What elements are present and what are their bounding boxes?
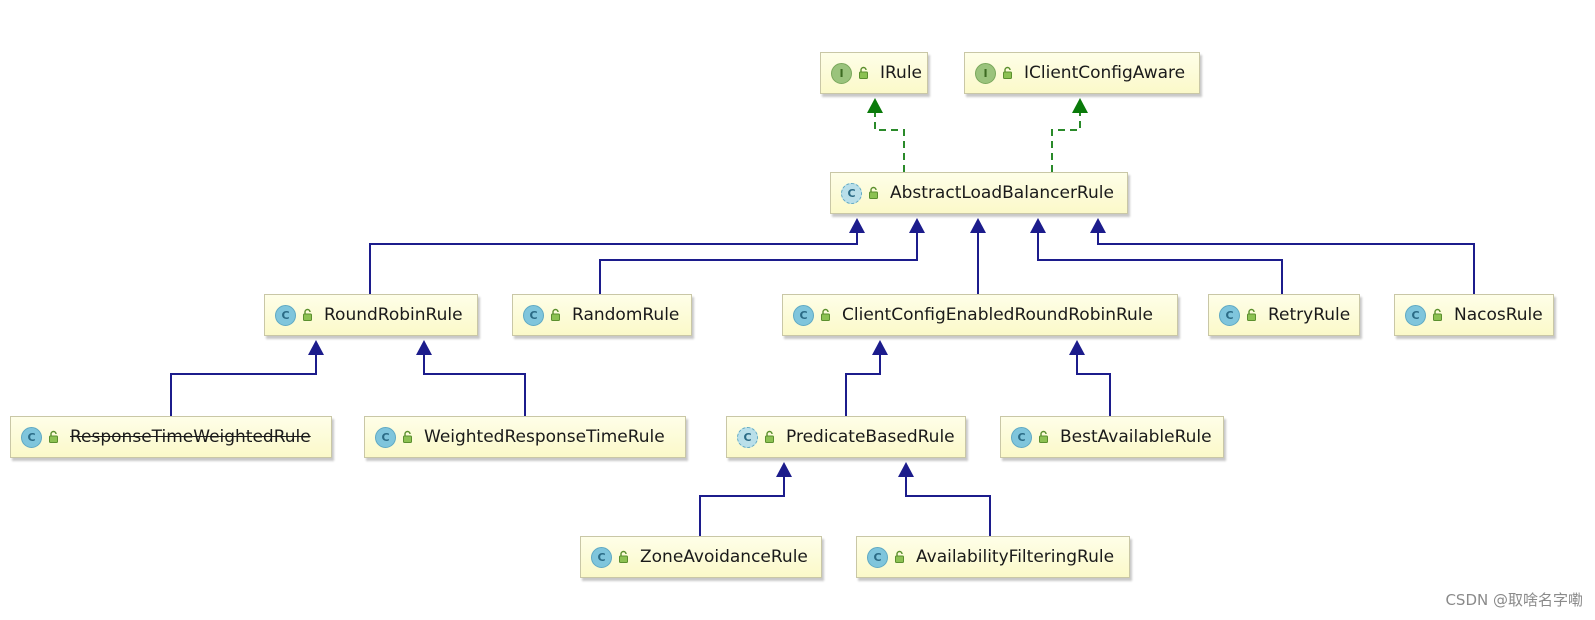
class-node-irule[interactable]: I IRule <box>820 52 928 94</box>
edge-extends-responsetimeweightedrule-to-roundrobinrule <box>170 355 317 416</box>
arrowhead-implements <box>1072 98 1088 113</box>
arrowhead-extends <box>898 462 914 477</box>
unlocked-icon <box>1247 308 1256 321</box>
class-icon: C <box>1405 304 1426 326</box>
class-node-abstractloadbalancerrule[interactable]: C AbstractLoadBalancerRule <box>830 172 1128 214</box>
arrowhead-extends <box>849 218 865 233</box>
class-name: PredicateBasedRule <box>786 427 955 447</box>
class-name: ZoneAvoidanceRule <box>640 547 808 567</box>
arrowhead-implements <box>867 98 883 113</box>
class-icon: C <box>867 546 888 568</box>
class-name: ClientConfigEnabledRoundRobinRule <box>842 305 1153 325</box>
class-name: ResponseTimeWeightedRule <box>70 427 311 447</box>
unlocked-icon <box>49 430 58 443</box>
unlocked-icon <box>1039 430 1048 443</box>
interface-icon: I <box>831 62 852 84</box>
unlocked-icon <box>1003 66 1012 79</box>
class-icon: C <box>21 426 42 448</box>
unlocked-icon <box>619 550 628 563</box>
edge-implements-abstractloadbalancerrule-to-iclientconfigaware <box>1051 113 1081 172</box>
edge-extends-weightedresponsetimerule-to-roundrobinrule <box>423 355 526 416</box>
class-node-responsetimeweightedrule[interactable]: C ResponseTimeWeightedRule <box>10 416 332 458</box>
class-name: RoundRobinRule <box>324 305 463 325</box>
class-node-predicatebasedrule[interactable]: C PredicateBasedRule <box>726 416 966 458</box>
arrowhead-extends <box>308 340 324 355</box>
edge-extends-zoneavoidancerule-to-predicatebasedrule <box>699 477 785 536</box>
unlocked-icon <box>403 430 412 443</box>
unlocked-icon <box>821 308 830 321</box>
class-node-zoneavoidancerule[interactable]: C ZoneAvoidanceRule <box>580 536 822 578</box>
class-icon: C <box>793 304 814 326</box>
class-name: BestAvailableRule <box>1060 427 1212 447</box>
class-node-iclientconfigaware[interactable]: I IClientConfigAware <box>964 52 1200 94</box>
arrowhead-extends <box>909 218 925 233</box>
unlocked-icon <box>1433 308 1442 321</box>
interface-icon: I <box>975 62 996 84</box>
edge-extends-availabilityfilteringrule-to-predicatebasedrule <box>905 477 991 536</box>
arrowhead-extends <box>1069 340 1085 355</box>
arrowhead-extends <box>416 340 432 355</box>
unlocked-icon <box>551 308 560 321</box>
edge-extends-predicatebasedrule-to-clientconfigenabledroundrobinrule <box>845 355 881 416</box>
class-name: NacosRule <box>1454 305 1543 325</box>
abstract-class-icon: C <box>841 182 862 204</box>
class-name: RetryRule <box>1268 305 1351 325</box>
arrowhead-extends <box>1090 218 1106 233</box>
edge-extends-roundrobinrule-to-abstractloadbalancerrule <box>369 233 858 294</box>
class-node-roundrobinrule[interactable]: C RoundRobinRule <box>264 294 478 336</box>
class-name: IRule <box>880 63 923 83</box>
edge-extends-retryrule-to-abstractloadbalancerrule <box>1037 233 1283 294</box>
watermark: CSDN @取啥名字嘞 <box>1445 591 1583 609</box>
edge-extends-nacosrule-to-abstractloadbalancerrule <box>1097 233 1475 294</box>
class-name: AbstractLoadBalancerRule <box>890 183 1114 203</box>
class-icon: C <box>1011 426 1032 448</box>
class-node-weightedresponsetimerule[interactable]: C WeightedResponseTimeRule <box>364 416 686 458</box>
arrowhead-extends <box>872 340 888 355</box>
class-node-bestavailablerule[interactable]: C BestAvailableRule <box>1000 416 1224 458</box>
arrowhead-extends <box>776 462 792 477</box>
unlocked-icon <box>303 308 312 321</box>
class-node-randomrule[interactable]: C RandomRule <box>512 294 692 336</box>
abstract-class-icon: C <box>737 426 758 448</box>
class-name: RandomRule <box>572 305 680 325</box>
class-name: IClientConfigAware <box>1024 63 1186 83</box>
class-icon: C <box>375 426 396 448</box>
unlocked-icon <box>859 66 868 79</box>
class-icon: C <box>275 304 296 326</box>
unlocked-icon <box>895 550 904 563</box>
edge-extends-bestavailablerule-to-clientconfigenabledroundrobinrule <box>1076 355 1111 416</box>
class-name: WeightedResponseTimeRule <box>424 427 665 447</box>
class-icon: C <box>523 304 544 326</box>
class-node-availabilityfilteringrule[interactable]: C AvailabilityFilteringRule <box>856 536 1130 578</box>
class-icon: C <box>591 546 612 568</box>
edge-implements-abstractloadbalancerrule-to-irule <box>874 113 905 172</box>
class-node-clientconfigenabledroundrobinrule[interactable]: C ClientConfigEnabledRoundRobinRule <box>782 294 1178 336</box>
unlocked-icon <box>765 430 774 443</box>
class-icon: C <box>1219 304 1240 326</box>
class-name: AvailabilityFilteringRule <box>916 547 1115 567</box>
class-node-retryrule[interactable]: C RetryRule <box>1208 294 1360 336</box>
unlocked-icon <box>869 186 878 199</box>
arrowhead-extends <box>970 218 986 233</box>
arrowhead-extends <box>1030 218 1046 233</box>
class-node-nacosrule[interactable]: C NacosRule <box>1394 294 1554 336</box>
edge-extends-randomrule-to-abstractloadbalancerrule <box>599 233 918 294</box>
